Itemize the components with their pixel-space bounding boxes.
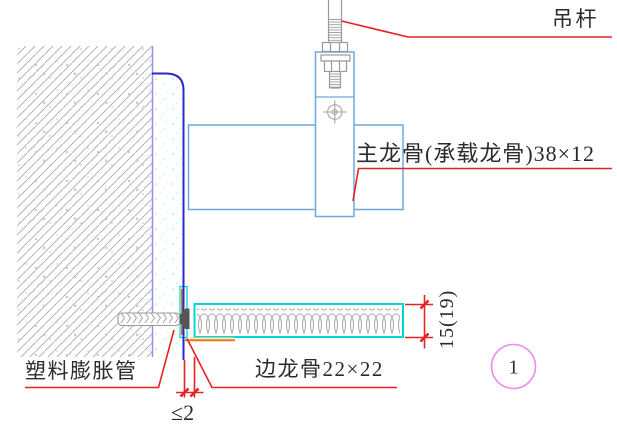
label-edge-keel: 边龙骨22×22 bbox=[255, 357, 384, 381]
detail-circle bbox=[490, 343, 537, 390]
expansion-anchor-body bbox=[117, 312, 181, 327]
dim-tick bbox=[419, 332, 430, 343]
leader-edge-keel bbox=[186, 338, 397, 389]
rod-thread-lower bbox=[330, 71, 341, 88]
thickness-dimension bbox=[405, 295, 433, 349]
expansion-anchor-screw bbox=[185, 308, 190, 329]
dim-tick bbox=[189, 387, 200, 398]
label-plastic-expansion-tube: 塑料膨胀管 bbox=[25, 359, 138, 383]
dim-text-panel-thickness: 15(19) bbox=[436, 290, 458, 349]
label-hanger-rod: 吊杆 bbox=[552, 7, 599, 31]
leader-main-keel bbox=[352, 167, 612, 202]
expansion-anchor bbox=[117, 308, 190, 329]
annotations bbox=[25, 20, 612, 398]
wall-section bbox=[17, 46, 154, 357]
leader-hanger-rod bbox=[341, 20, 612, 38]
dim-tick bbox=[179, 387, 190, 398]
bracket-washer bbox=[320, 54, 351, 62]
plaster-surface-line bbox=[152, 72, 185, 360]
main-keel-profile bbox=[187, 124, 404, 211]
ceiling-panel bbox=[193, 303, 404, 338]
bolt-symbol bbox=[323, 100, 347, 124]
insulation-fill bbox=[197, 308, 400, 334]
leader-plastic-anchor bbox=[25, 329, 175, 389]
dim-tick bbox=[419, 299, 430, 310]
detail-number-text: 1 bbox=[509, 357, 519, 379]
rod-thread-upper bbox=[329, 19, 342, 42]
gap-dimension bbox=[176, 357, 204, 398]
expansion-anchor-head bbox=[179, 309, 185, 329]
label-main-keel: 主龙骨(承载龙骨)38×12 bbox=[356, 141, 595, 166]
plaster-layer bbox=[153, 74, 183, 357]
wall-aggregate-dots bbox=[17, 46, 152, 357]
rod-nut bbox=[321, 41, 349, 53]
bracket-nut bbox=[323, 60, 348, 73]
dim-text-wall-gap: ≤2 bbox=[171, 400, 194, 425]
